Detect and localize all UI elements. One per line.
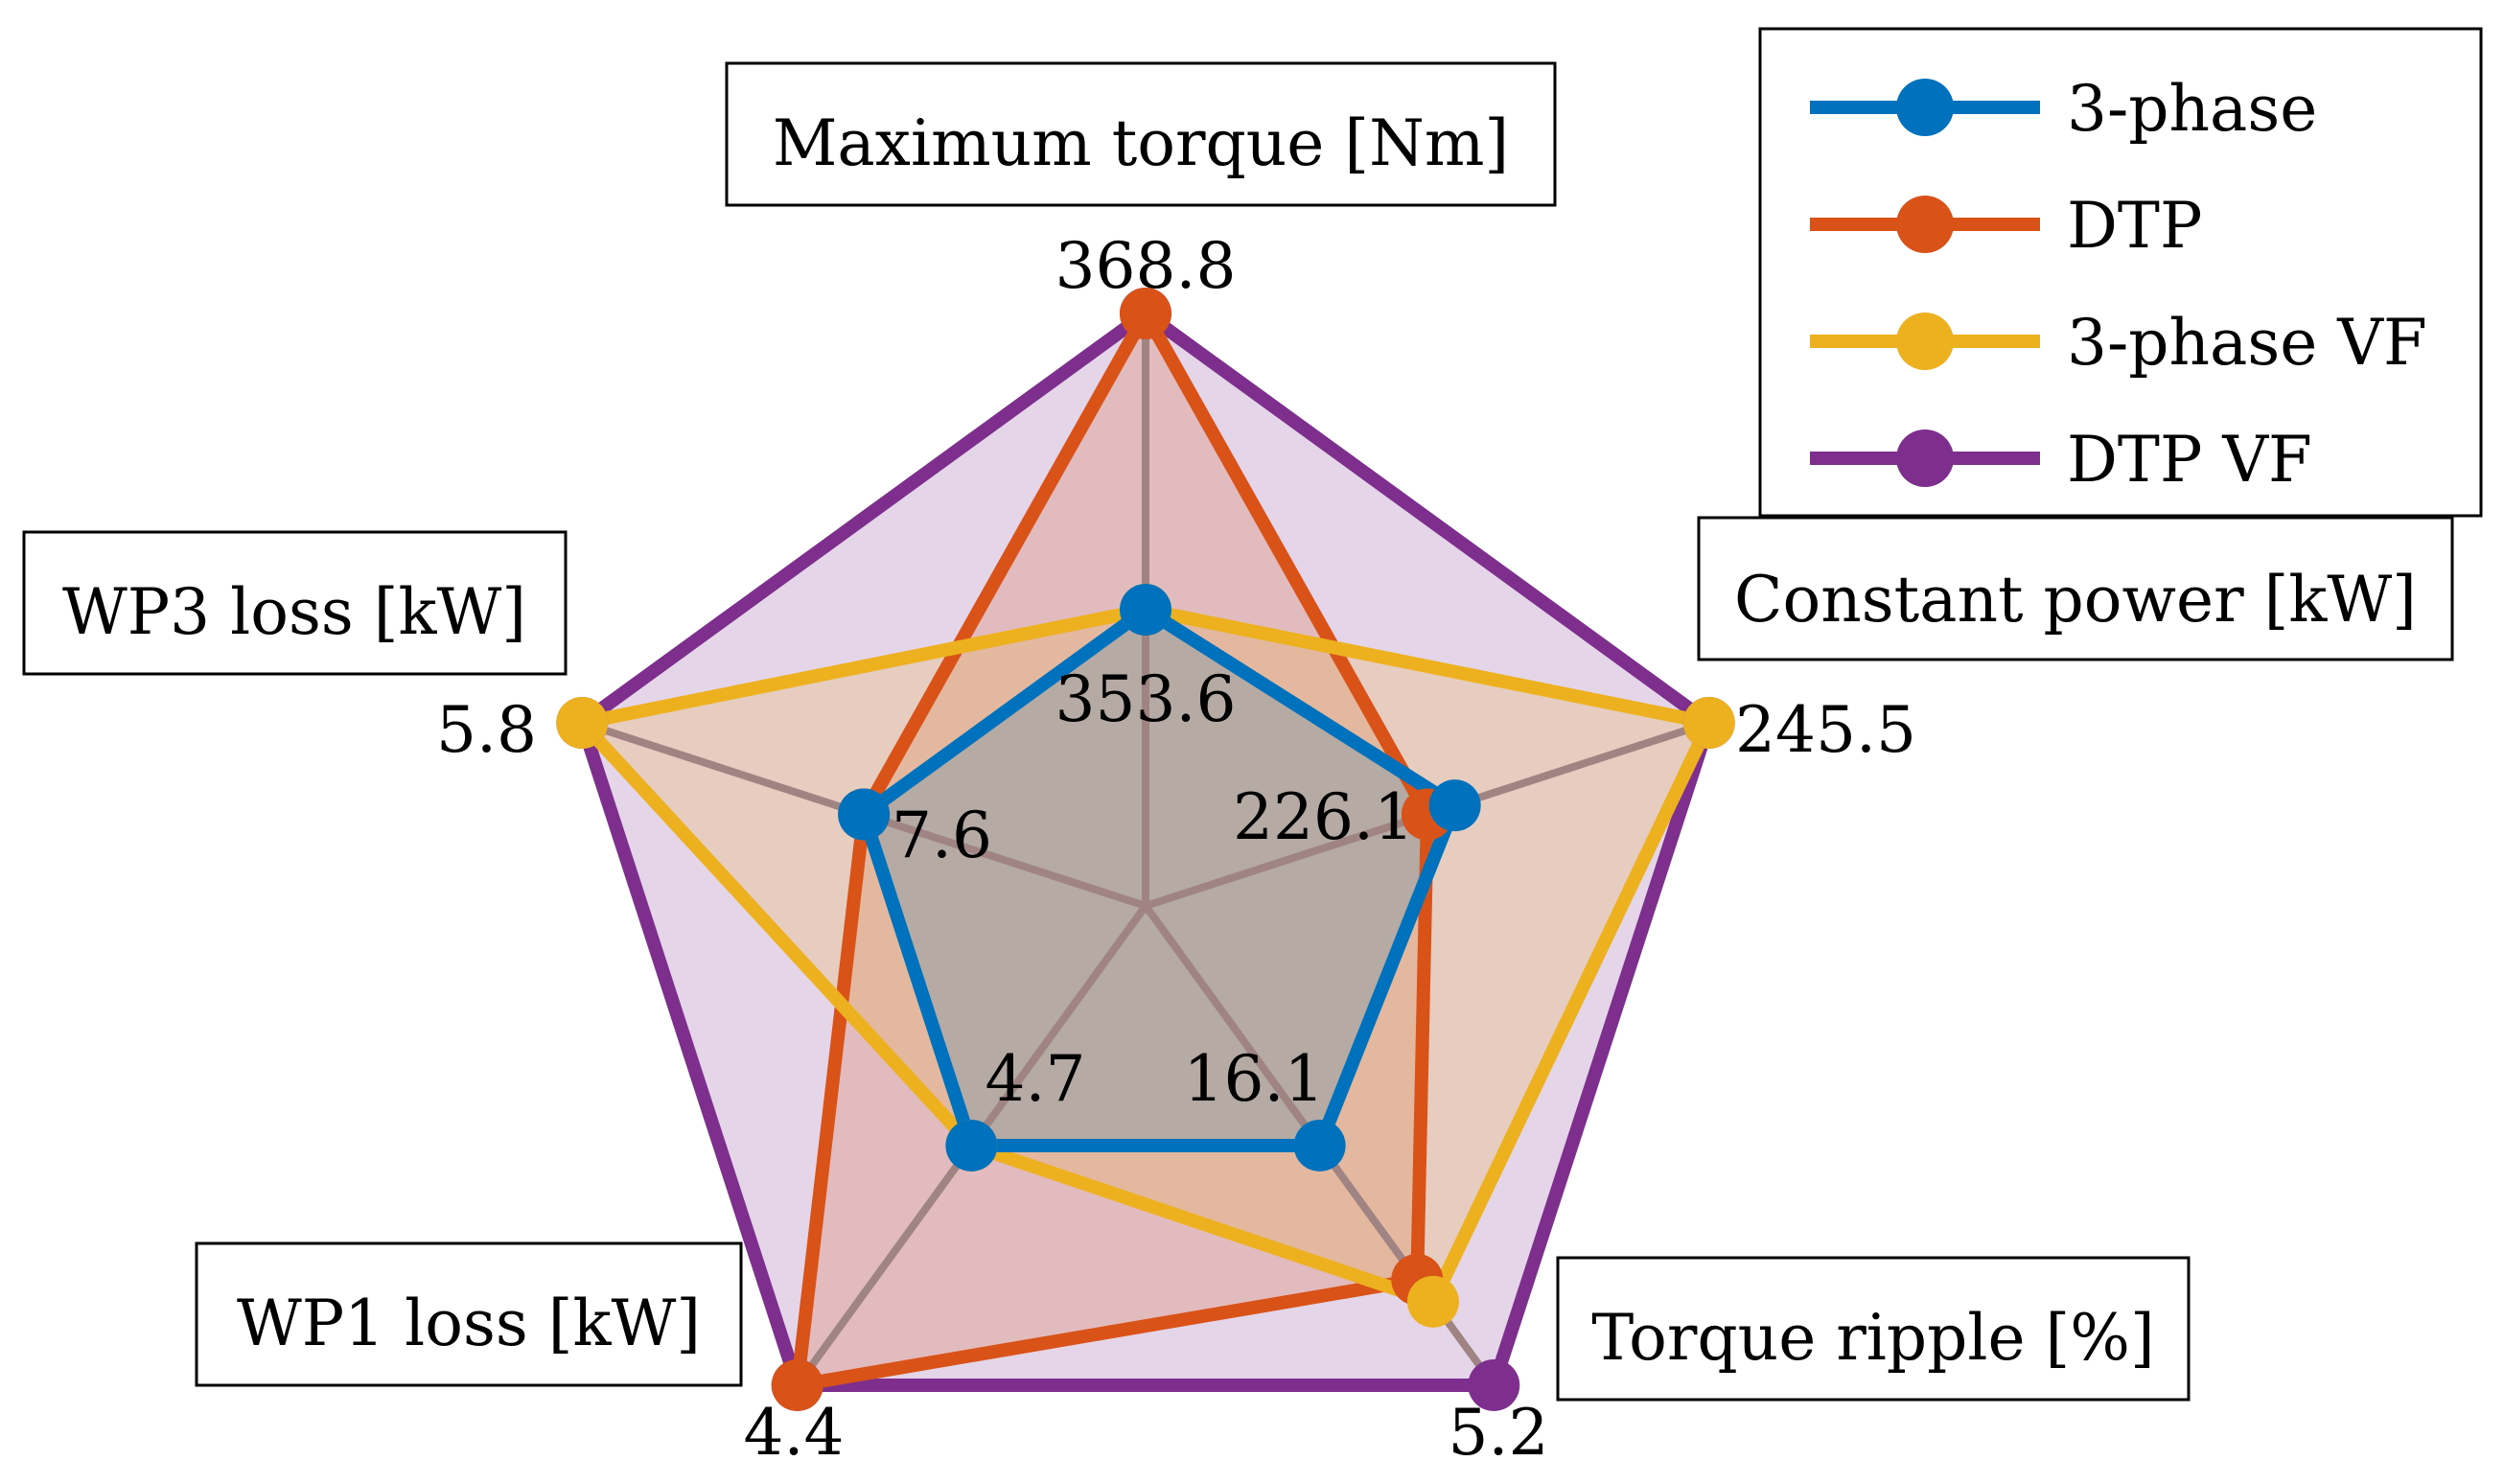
series-point-3-phase-2 [1293, 1119, 1346, 1171]
axis-max-label-wp1: 4.4 [744, 1396, 845, 1470]
legend-label-3-phase: 3-phase [2067, 72, 2317, 146]
series-point-dtp-vf-2 [1468, 1358, 1520, 1411]
axis-title-wp3-text: WP3 loss [kW] [62, 575, 526, 649]
series-line-3-phase [857, 603, 1462, 1152]
series-line-3-phase-vf [575, 603, 1716, 1309]
axis-title-wp1: WP1 loss [kW] [195, 1241, 743, 1387]
series-fill-3-phase [864, 610, 1455, 1146]
axis-title-wp1-text: WP1 loss [kW] [237, 1287, 701, 1360]
axis-min-label-torque: 353.6 [1055, 662, 1237, 736]
series-fills [582, 313, 1709, 1385]
axis-min-label-ripple: 16.1 [1184, 1042, 1325, 1116]
axis-title-torque-text: Maximum torque [Nm] [773, 106, 1509, 180]
series-point-3-phase-4 [838, 788, 891, 841]
axis-max-label-ripple: 5.2 [1449, 1396, 1549, 1470]
series-point-3-phase-1 [1428, 779, 1481, 832]
axis-title-ripple-text: Torque ripple [%] [1591, 1301, 2155, 1375]
axis-title-wp3: WP3 loss [kW] [22, 530, 568, 676]
series-fill-dtp [797, 313, 1427, 1385]
axis-title-power-text: Constant power [kW] [1734, 563, 2417, 637]
axis-max-label-wp3: 5.8 [436, 693, 537, 767]
legend-marker-dtp [1896, 196, 1954, 253]
series-point-3-phase-vf-1 [1682, 697, 1735, 750]
axis-title-torque: Maximum torque [Nm] [725, 61, 1557, 207]
series-point-dtp-3 [771, 1358, 823, 1411]
legend-marker-dtp-vf [1896, 429, 1954, 487]
axis-min-label-power: 226.1 [1233, 780, 1414, 854]
axis-min-label-wp1: 4.7 [985, 1042, 1086, 1116]
series-point-3-phase-3 [945, 1119, 998, 1171]
series-line-dtp [790, 307, 1434, 1392]
legend-label-3-phase-vf: 3-phase VF [2067, 306, 2427, 380]
series-lines [575, 307, 1716, 1392]
legend-label-dtp-vf: DTP VF [2067, 423, 2312, 497]
series-point-3-phase-vf-2 [1406, 1275, 1459, 1328]
axis-title-power: Constant power [kW] [1697, 516, 2454, 661]
axis-min-label-wp3: 7.6 [892, 799, 992, 872]
legend-label-dtp: DTP [2067, 189, 2202, 263]
series-point-dtp-0 [1120, 288, 1171, 339]
series-points [556, 288, 1735, 1411]
series-point-3-phase-0 [1120, 584, 1171, 636]
axis-title-ripple: Torque ripple [%] [1556, 1256, 2191, 1402]
series-point-3-phase-vf-4 [556, 697, 609, 750]
axis-max-label-power: 245.5 [1735, 693, 1916, 767]
legend-marker-3-phase [1896, 79, 1954, 136]
series-line-dtp-vf [575, 307, 1716, 1392]
axis-max-label-torque: 368.8 [1055, 229, 1237, 303]
legend-marker-3-phase-vf [1896, 313, 1954, 370]
